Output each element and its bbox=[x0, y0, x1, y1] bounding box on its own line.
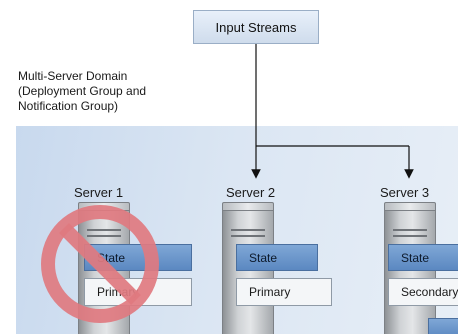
domain-caption-line-3: Notification Group) bbox=[18, 99, 119, 113]
server-3-role-label: Secondary bbox=[401, 285, 458, 299]
server-3-label: Server 3 bbox=[380, 185, 430, 200]
domain-caption-line-1: Multi-Server Domain bbox=[18, 69, 128, 83]
server-2-role-label: Primary bbox=[249, 285, 291, 299]
domain-caption-line-2: (Deployment Group and bbox=[18, 84, 147, 98]
server-2-tower bbox=[222, 210, 274, 334]
input-streams-label: Input Streams bbox=[215, 19, 297, 35]
input-streams-box: Input Streams bbox=[193, 10, 319, 44]
server-3-state-card: State bbox=[388, 244, 458, 271]
server-3-role-card: Secondary bbox=[388, 278, 458, 306]
domain-caption: Multi-Server Domain (Deployment Group an… bbox=[18, 69, 218, 114]
server-2-role-card: Primary bbox=[236, 278, 332, 306]
server-2-label: Server 2 bbox=[226, 185, 276, 200]
server-2-state-label: State bbox=[249, 250, 278, 265]
server-3-tower bbox=[384, 210, 436, 334]
server-3-extra-card bbox=[428, 318, 458, 334]
server-2-state-card: State bbox=[236, 244, 318, 271]
server-1-label: Server 1 bbox=[74, 185, 124, 200]
server-3-state-label: State bbox=[401, 250, 430, 265]
